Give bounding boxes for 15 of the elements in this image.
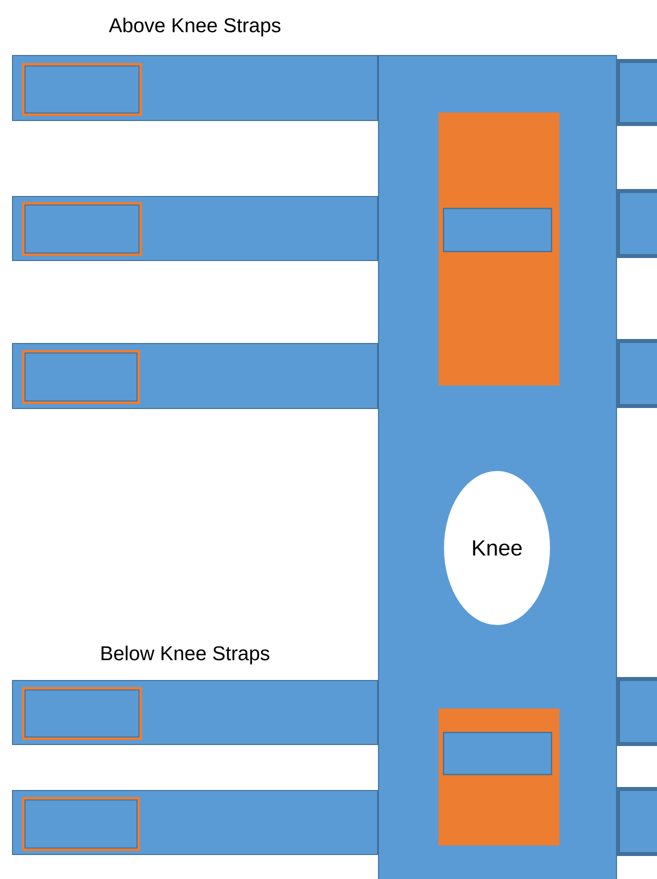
velcro-patch	[442, 732, 552, 776]
side-tab	[616, 189, 657, 258]
side-tab	[616, 59, 657, 126]
side-tab	[616, 787, 657, 856]
side-tab	[616, 677, 657, 746]
velcro-patch	[22, 350, 140, 404]
side-tab	[616, 339, 657, 408]
velcro-patch	[22, 63, 142, 116]
velcro-patch	[442, 208, 552, 252]
velcro-patch	[22, 202, 142, 256]
strap-group-title: Above Knee Straps	[108, 18, 280, 36]
strap-group-title: Below Knee Straps	[102, 646, 270, 664]
velcro-patch	[22, 797, 140, 851]
knee-opening: Knee	[443, 470, 551, 626]
velcro-patch	[22, 687, 142, 740]
